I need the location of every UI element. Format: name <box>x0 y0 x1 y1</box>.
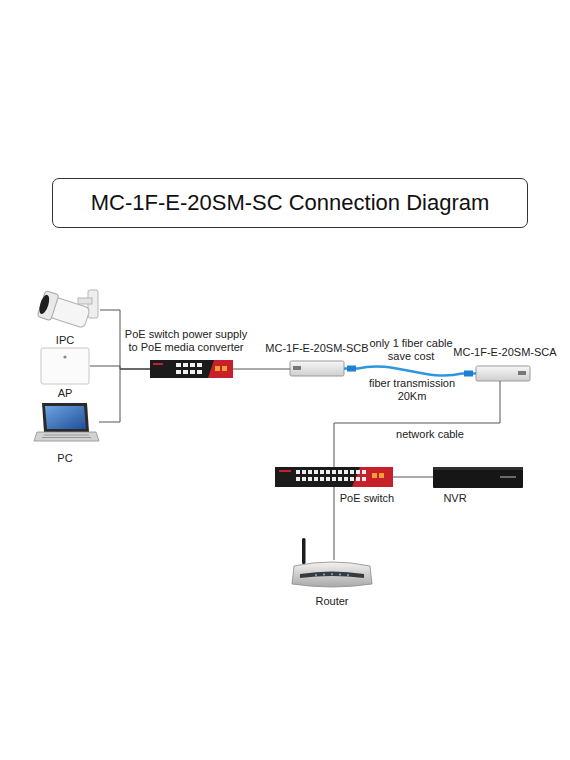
large-switch-icon <box>275 467 393 487</box>
nvr-icon <box>433 467 523 488</box>
camera-icon <box>36 290 98 331</box>
node-label: PC <box>45 452 85 465</box>
node-label: MC-1F-E-20SM-SCA <box>445 346 565 359</box>
node-label: PoE switch <box>332 492 402 505</box>
camera-node: IPC <box>38 288 100 332</box>
network-wire <box>393 477 433 478</box>
network-wire <box>99 369 150 422</box>
edge-label: only 1 fiber cable save cost <box>363 337 459 363</box>
fiber-cable <box>344 366 476 377</box>
access-point-icon <box>41 348 89 384</box>
node-label: NVR <box>435 492 475 505</box>
poe-switch-node: PoE switch <box>275 467 393 487</box>
laptop-icon <box>34 403 99 441</box>
wire-line <box>233 369 290 370</box>
poe-switch-node: PoE switch power supply to PoE media con… <box>150 360 233 378</box>
media-converter-node: MC-1F-E-20SM-SCA <box>476 366 530 381</box>
nvr-node: NVR <box>433 467 523 488</box>
title-text: MC-1F-E-20SM-SC Connection Diagram <box>91 190 490 216</box>
wire-line <box>99 369 150 422</box>
wire-line <box>334 487 335 560</box>
laptop-node: PC <box>34 402 99 442</box>
router-icon <box>292 538 372 587</box>
media-converter-node: MC-1F-E-20SM-SCB <box>290 361 344 376</box>
access-point-node: AP <box>40 347 90 385</box>
fiber-line <box>344 366 476 375</box>
node-label: PoE switch power supply to PoE media con… <box>122 328 250 354</box>
wire-line <box>393 477 433 478</box>
media-converter-icon <box>476 366 530 381</box>
edge-label: network cable <box>380 428 480 441</box>
node-label: IPC <box>45 334 85 347</box>
node-label: AP <box>45 387 85 400</box>
network-wire <box>233 369 290 370</box>
title-frame: MC-1F-E-20SM-SC Connection Diagram <box>52 178 528 228</box>
small-switch-icon <box>150 360 233 378</box>
node-label: MC-1F-E-20SM-SCB <box>257 342 377 355</box>
note-label: fiber transmission 20Km <box>362 377 462 403</box>
network-wire <box>334 487 335 560</box>
sc-plug <box>347 366 356 372</box>
sc-plug <box>464 371 473 377</box>
node-label: Router <box>302 595 362 608</box>
router-node: Router <box>292 560 372 588</box>
media-converter-icon <box>290 361 344 376</box>
